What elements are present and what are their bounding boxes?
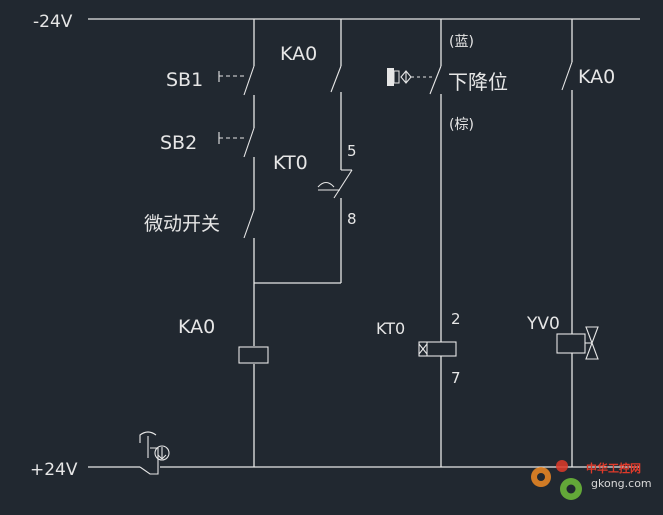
sb2-label: SB2 bbox=[160, 132, 197, 154]
yv0-label: YV0 bbox=[526, 314, 560, 334]
rail-top-label: -24V bbox=[33, 12, 73, 32]
ka0-contact-col2-label: KA0 bbox=[280, 43, 317, 65]
sb1-pushbutton bbox=[218, 65, 255, 96]
sb1-label: SB1 bbox=[166, 69, 203, 91]
watermark-text: 中华工控网 bbox=[586, 461, 641, 475]
kt0-coil-label: KT0 bbox=[376, 319, 405, 338]
kt0-contact-label: KT0 bbox=[273, 152, 308, 174]
watermark-url: gkong.com bbox=[591, 477, 652, 490]
lower-position-label: 下降位 bbox=[448, 70, 508, 94]
micro-switch-label: 微动开关 bbox=[144, 213, 220, 235]
yv0-solenoid bbox=[556, 326, 599, 360]
kt0-coil bbox=[418, 341, 457, 357]
wire-brown-label: (棕) bbox=[449, 117, 474, 133]
ka0-contact-col4-label: KA0 bbox=[578, 66, 615, 88]
ka0-coil bbox=[238, 346, 269, 364]
ka0-contact-col2 bbox=[330, 65, 342, 93]
kt0-pin-bottom: 8 bbox=[347, 210, 357, 228]
rail-bottom-label: +24V bbox=[30, 460, 78, 480]
kt0-coil-pin-bottom: 7 bbox=[451, 369, 461, 387]
kt0-timed-contact bbox=[317, 169, 353, 199]
sb2-pushbutton bbox=[218, 127, 255, 158]
kt0-coil-pin-top: 2 bbox=[451, 310, 461, 328]
micro-switch-contact bbox=[243, 209, 255, 239]
ka0-coil-label: KA0 bbox=[178, 316, 215, 338]
column-1-wiring bbox=[253, 19, 341, 467]
wire-blue-label: (蓝) bbox=[449, 34, 474, 50]
lower-limit-sensor bbox=[387, 65, 442, 95]
ka0-contact-col4 bbox=[561, 61, 573, 91]
ground-switch-symbol bbox=[139, 431, 170, 475]
watermark-logo bbox=[531, 460, 582, 500]
kt0-pin-top: 5 bbox=[347, 142, 357, 160]
